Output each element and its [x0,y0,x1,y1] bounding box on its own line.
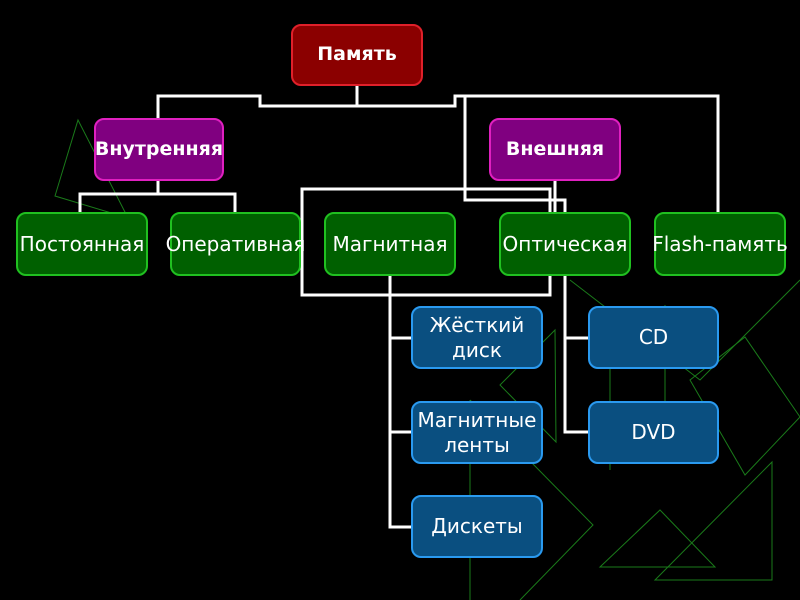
node-external: Внешняя [489,118,621,181]
node-internal: Внутренняя [94,118,224,181]
node-memory: Память [291,24,423,86]
node-floppy-disks: Дискеты [411,495,543,558]
node-cd: CD [588,306,719,369]
connector [388,276,411,529]
node-magnetic-tapes: Магнитные ленты [411,401,543,464]
node-hard-disk: Жёсткий диск [411,306,543,369]
node-flash: Flash-память [652,212,788,276]
node-rom: Постоянная [16,212,148,276]
decor-triangle [653,460,773,581]
connector [156,94,720,212]
node-magnetic: Магнитная [324,212,456,276]
connector [463,96,588,434]
node-ram: Оперативная [166,212,305,276]
connector [78,192,237,212]
decor-triangle [598,509,717,568]
decor-diamond [689,336,800,476]
node-optical: Оптическая [499,212,631,276]
node-dvd: DVD [588,401,719,464]
